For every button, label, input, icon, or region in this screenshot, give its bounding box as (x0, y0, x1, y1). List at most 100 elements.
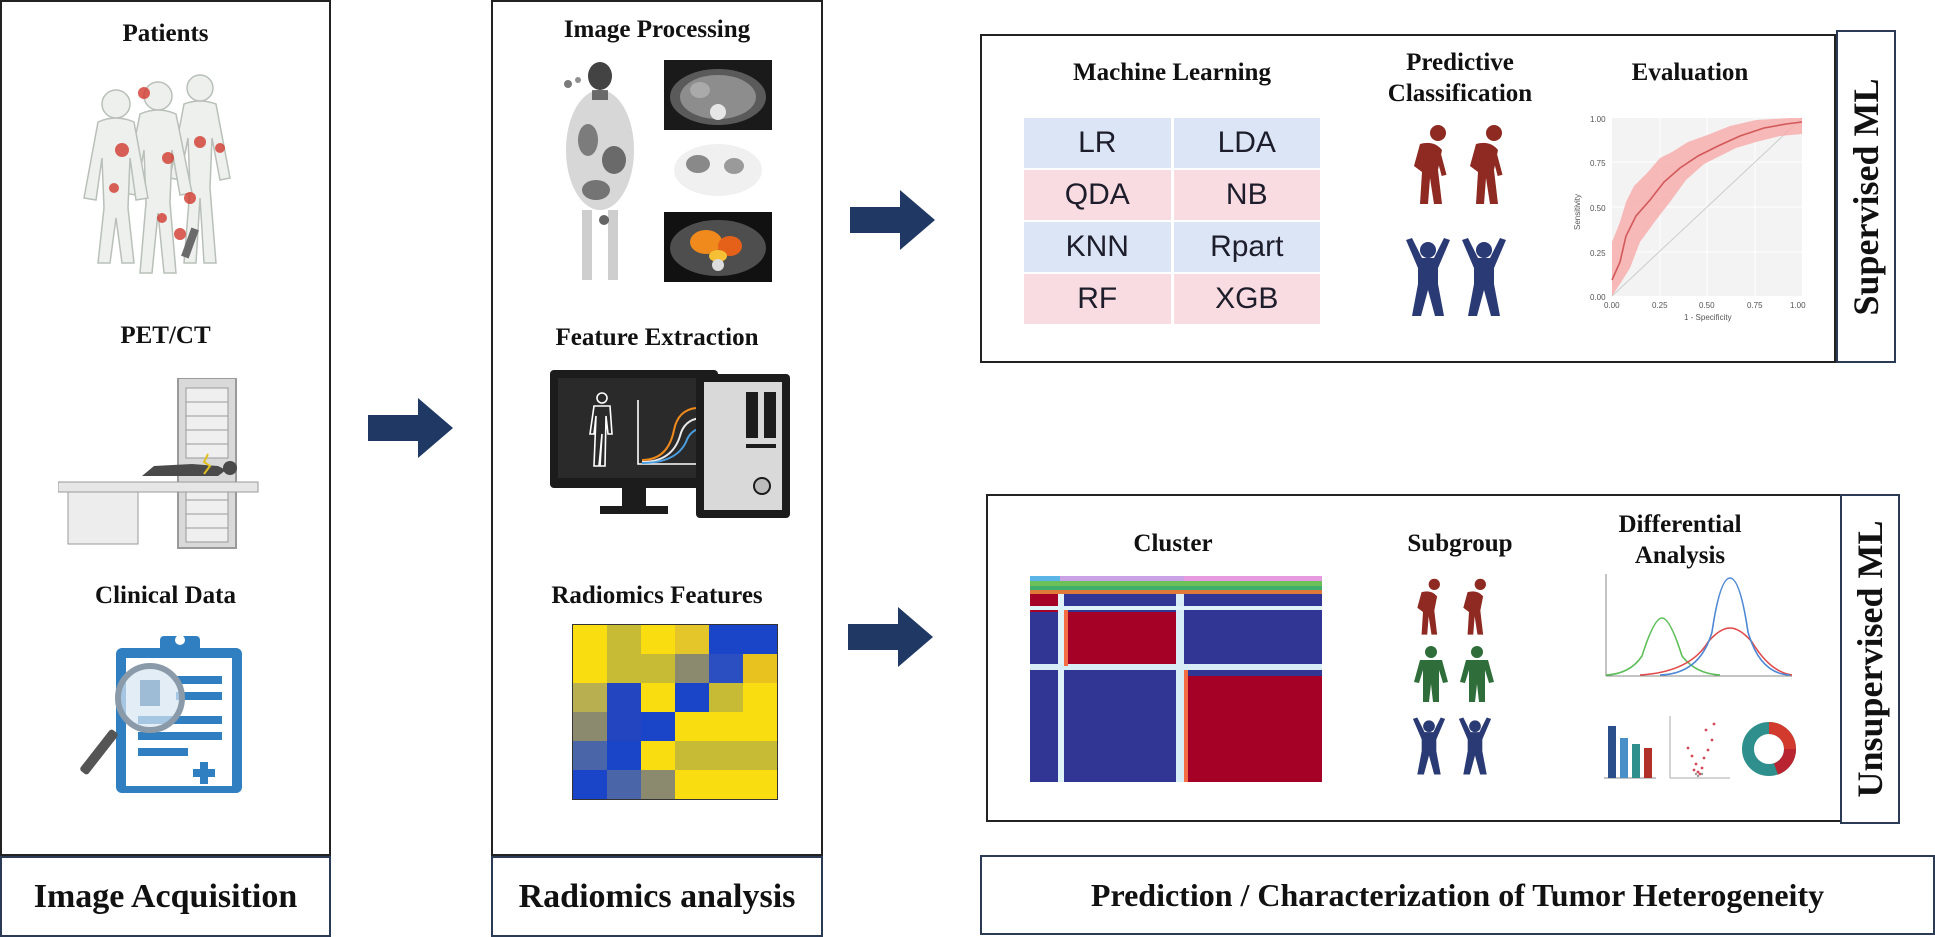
heatmap-cell (641, 683, 675, 712)
heatmap-cell (675, 625, 709, 654)
heatmap-cell (573, 683, 607, 712)
roc-xtick: 0.00 (1604, 301, 1620, 310)
heatmap-cell (641, 741, 675, 770)
predictive-label-line-1: Predictive (1406, 49, 1514, 76)
flow-arrow-3 (848, 607, 933, 667)
heatmap-cell (607, 683, 641, 712)
heatmap-cell (641, 770, 675, 799)
active-person-icon (1412, 717, 1446, 775)
heatmap-cell (607, 625, 641, 654)
roc-xtick: 0.50 (1699, 301, 1715, 310)
flow-arrow-1 (368, 398, 453, 458)
heatmap-cell (743, 741, 777, 770)
sick-patient-icon (1470, 125, 1503, 204)
heatmap-cell (743, 712, 777, 741)
healthy-person-icon (1460, 646, 1494, 702)
supervised-ml-tab: Supervised ML (1836, 30, 1896, 363)
pet-ct-images (548, 60, 772, 282)
heatmap-cell (743, 683, 777, 712)
roc-ytick: 1.00 (1590, 115, 1606, 124)
ml-method-cell: XGB (1173, 274, 1320, 324)
active-person-icon (1458, 717, 1492, 775)
cluster-heatmap (1030, 576, 1322, 782)
donut-chart-icon (1742, 722, 1796, 776)
differential-label-line-2: Analysis (1634, 542, 1726, 569)
heatmap-cell (675, 741, 709, 770)
clinical-clipboard-icon (80, 635, 242, 793)
ml-method-cell: NB (1173, 170, 1320, 220)
radiomics-caption: Radiomics analysis (491, 856, 823, 937)
heatmap-cell (607, 654, 641, 683)
ml-method-cell: KNN (1024, 222, 1171, 272)
feature-extraction-label: Feature Extraction (555, 324, 759, 351)
sick-patient-icon (1417, 578, 1440, 635)
patients-illustration (83, 74, 231, 274)
heatmap-cell (709, 625, 743, 654)
workstation-illustration (550, 370, 790, 518)
heatmap-cell (641, 654, 675, 683)
heatmap-cell (607, 712, 641, 741)
heatmap-cell (709, 741, 743, 770)
unsupervised-ml-tab-label: Unsupervised ML (1850, 520, 1890, 798)
heatmap-cell (675, 712, 709, 741)
predictive-label-line-2: Classification (1387, 80, 1533, 107)
ml-method-cell: QDA (1024, 170, 1171, 220)
roc-xtick: 0.75 (1747, 301, 1763, 310)
heatmap-cell (675, 770, 709, 799)
supervised-ml-tab-label: Supervised ML (1846, 77, 1886, 316)
heatmap-cell (675, 654, 709, 683)
petct-label: PET/CT (120, 322, 211, 349)
machine-learning-label: Machine Learning (1073, 59, 1271, 86)
healthy-person-icon (1414, 646, 1448, 702)
heatmap-cell (641, 625, 675, 654)
heatmap-cell (573, 712, 607, 741)
heatmap-cell (641, 712, 675, 741)
sick-patient-icon (1463, 578, 1486, 635)
bar-chart-icon (1604, 726, 1656, 779)
heatmap-cell (573, 741, 607, 770)
heatmap-cell (573, 654, 607, 683)
heatmap-cell (573, 625, 607, 654)
ml-method-cell: RF (1024, 274, 1171, 324)
heatmap-cell (743, 625, 777, 654)
roc-ytick: 0.75 (1590, 159, 1606, 168)
roc-ylabel: Sensitivity (1573, 194, 1582, 230)
sick-patient-icon (1414, 125, 1447, 204)
heatmap-cell (709, 654, 743, 683)
differential-label-line-1: Differential (1618, 511, 1742, 538)
heatmap-cell (573, 770, 607, 799)
flow-arrow-2 (850, 190, 935, 250)
roc-xtick: 0.25 (1652, 301, 1668, 310)
heatmap-cell (743, 770, 777, 799)
active-person-icon (1462, 238, 1506, 316)
heatmap-cell (709, 712, 743, 741)
heatmap-cell (709, 683, 743, 712)
petct-scanner-illustration (58, 378, 259, 549)
radiomics-heatmap (572, 624, 778, 800)
ml-method-cell: LR (1024, 118, 1171, 168)
volcano-plot-icon (1669, 716, 1730, 779)
subgroup-label: Subgroup (1407, 530, 1513, 557)
heatmap-cell (607, 770, 641, 799)
heatmap-cell (675, 683, 709, 712)
unsupervised-ml-tab: Unsupervised ML (1840, 494, 1900, 824)
ml-method-cell: Rpart (1173, 222, 1320, 272)
cluster-label: Cluster (1133, 530, 1213, 557)
radiomics-features-label: Radiomics Features (551, 582, 763, 609)
heatmap-cell (743, 654, 777, 683)
active-person-icon (1406, 238, 1450, 316)
image-processing-label: Image Processing (563, 16, 751, 43)
density-curves-chart (1605, 574, 1793, 677)
evaluation-label: Evaluation (1631, 59, 1749, 86)
roc-ytick: 0.50 (1590, 204, 1606, 213)
ml-method-cell: LDA (1173, 118, 1320, 168)
roc-xlabel: 1 - Specificity (1684, 313, 1732, 322)
heatmap-cell (607, 741, 641, 770)
roc-ytick: 0.00 (1590, 293, 1606, 302)
clinical-data-label: Clinical Data (95, 582, 236, 609)
